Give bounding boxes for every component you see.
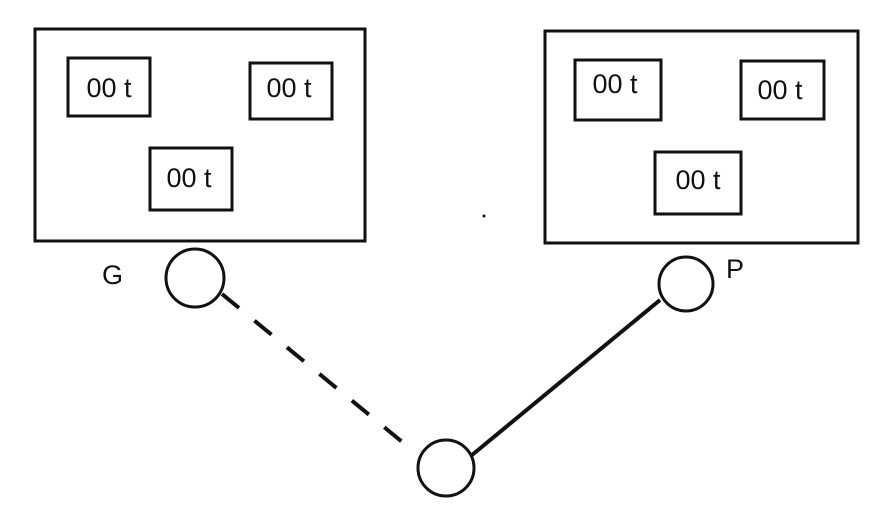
left-box-3: 00 t	[148, 146, 234, 212]
right-box-3-label: 00 t	[675, 165, 721, 195]
left-box-3-rect	[148, 146, 234, 212]
edge-g-to-bottom-dashed	[220, 292, 414, 452]
left-group: 00 t 00 t 00 t	[33, 27, 367, 243]
node-g	[164, 247, 226, 309]
node-p-label: P	[726, 254, 744, 284]
left-box-3-label: 00 t	[166, 163, 212, 193]
right-box-1-rect	[573, 58, 663, 122]
right-box-2-label: 00 t	[757, 75, 803, 105]
left-box-1-rect	[66, 56, 152, 118]
right-box-3-rect	[653, 150, 743, 216]
left-box-1: 00 t	[66, 56, 152, 118]
node-g-label: G	[102, 260, 123, 290]
left-box-2: 00 t	[248, 61, 334, 121]
left-box-1-label: 00 t	[86, 73, 132, 103]
node-p	[657, 255, 715, 313]
right-box-3: 00 t	[653, 150, 743, 216]
speck-mark	[482, 214, 486, 218]
right-box-2-rect	[739, 59, 826, 121]
right-box-1: 00 t	[573, 58, 663, 122]
left-box-2-rect	[248, 61, 334, 121]
node-bottom	[416, 438, 476, 498]
right-box-2: 00 t	[739, 59, 826, 121]
right-group: 00 t 00 t 00 t	[543, 29, 860, 245]
left-box-2-label: 00 t	[266, 73, 312, 103]
edge-p-to-bottom-solid	[470, 298, 662, 457]
right-box-1-label: 00 t	[592, 69, 638, 99]
